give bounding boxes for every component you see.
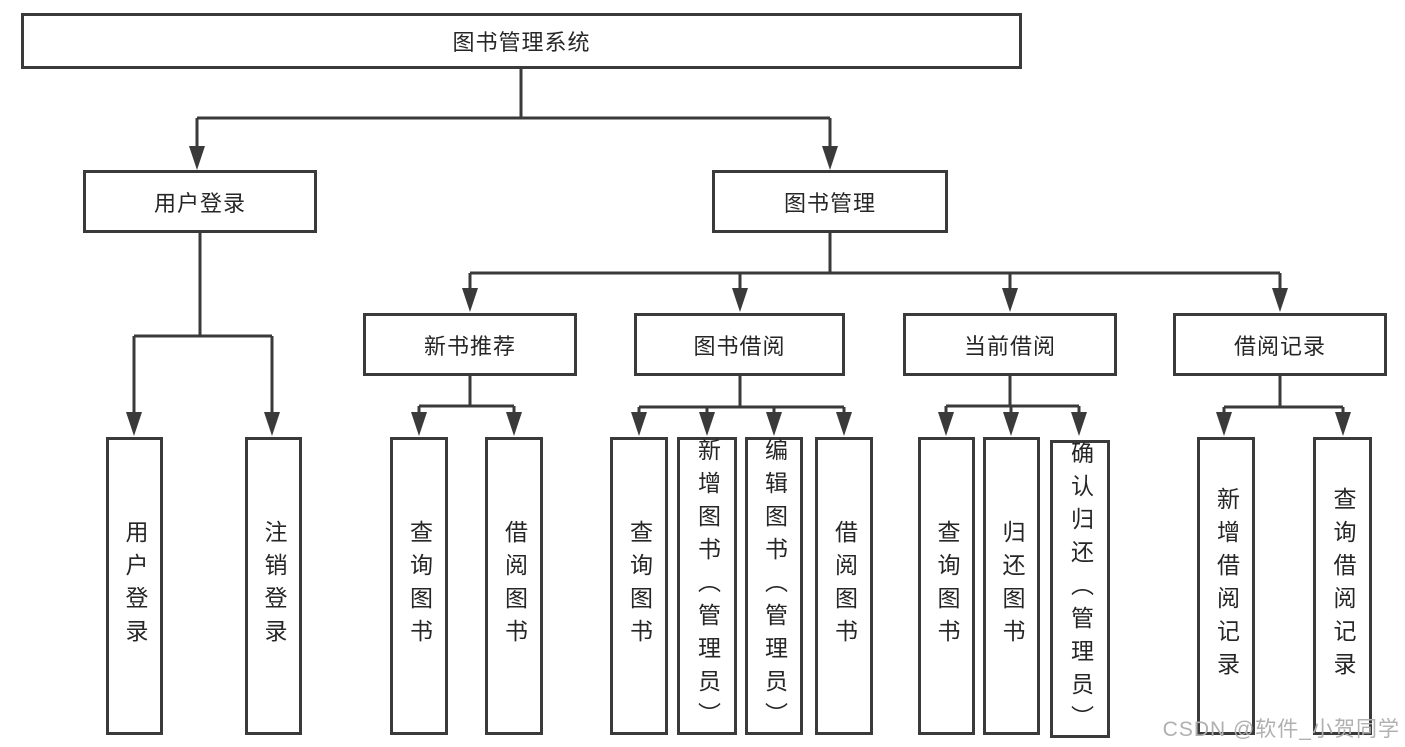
node-new-book-recommend: 新书推荐: [363, 313, 577, 376]
leaf-edit-book-admin-label: 编辑图书（管理员）: [761, 437, 788, 735]
node-user-login-label: 用户登录: [153, 190, 246, 216]
leaf-query-borrow-record-label: 查询借阅记录: [1330, 487, 1356, 685]
leaf-user-login: 用户登录: [106, 437, 163, 735]
node-user-login: 用户登录: [83, 170, 317, 233]
leaf-return-book: 归还图书: [983, 437, 1040, 735]
leaf-query-book-1-label: 查询图书: [406, 520, 433, 652]
arrow-down-icon: [938, 412, 954, 436]
leaf-user-login-label: 用户登录: [122, 520, 148, 652]
node-book-management-label: 图书管理: [783, 190, 876, 216]
node-borrow-record: 借阅记录: [1173, 313, 1387, 376]
arrow-down-icon: [506, 412, 522, 436]
arrow-down-icon: [732, 288, 748, 312]
watermark: CSDN @软件_小贺同学: [1162, 718, 1400, 741]
arrow-down-icon: [836, 412, 852, 436]
leaf-edit-book-admin: 编辑图书（管理员）: [745, 437, 803, 735]
leaf-query-book-3-label: 查询图书: [934, 520, 960, 652]
leaf-return-book-label: 归还图书: [999, 520, 1025, 652]
node-new-book-recommend-label: 新书推荐: [423, 333, 516, 359]
arrow-down-icon: [264, 412, 280, 436]
leaf-logout-label: 注销登录: [261, 520, 287, 652]
leaf-borrow-book-2-label: 借阅图书: [831, 520, 858, 652]
leaf-add-book-admin-label: 新增图书（管理员）: [694, 437, 721, 735]
arrow-down-icon: [699, 412, 715, 436]
leaf-query-book-3: 查询图书: [918, 437, 975, 735]
node-book-borrow: 图书借阅: [634, 313, 845, 376]
node-book-management: 图书管理: [712, 170, 948, 233]
arrowhead-group: [126, 146, 1351, 436]
leaf-query-borrow-record: 查询借阅记录: [1313, 437, 1372, 735]
leaf-add-borrow-record-label: 新增借阅记录: [1213, 487, 1240, 685]
leaf-add-borrow-record: 新增借阅记录: [1197, 437, 1255, 735]
leaf-add-book-admin: 新增图书（管理员）: [677, 437, 737, 735]
arrow-down-icon: [766, 412, 782, 436]
arrow-down-icon: [462, 288, 478, 312]
node-root: 图书管理系统: [21, 13, 1022, 69]
arrow-down-icon: [1272, 288, 1288, 312]
leaf-confirm-return-admin: 确认归还（管理员）: [1050, 440, 1110, 738]
arrow-down-icon: [411, 412, 427, 436]
node-current-borrow-label: 当前借阅: [963, 333, 1056, 359]
arrow-down-icon: [1335, 412, 1351, 436]
leaf-borrow-book-1-label: 借阅图书: [501, 520, 528, 652]
leaf-confirm-return-admin-label: 确认归还（管理员）: [1067, 440, 1094, 738]
arrow-down-icon: [1071, 412, 1087, 436]
leaf-borrow-book-1: 借阅图书: [485, 437, 543, 735]
leaf-logout: 注销登录: [245, 437, 302, 735]
arrow-down-icon: [631, 412, 647, 436]
node-current-borrow: 当前借阅: [903, 313, 1117, 376]
node-book-borrow-label: 图书借阅: [693, 333, 786, 359]
arrow-down-icon: [822, 146, 838, 170]
arrow-down-icon: [126, 412, 142, 436]
arrow-down-icon: [1003, 412, 1019, 436]
leaf-query-book-1: 查询图书: [390, 437, 448, 735]
node-root-label: 图书管理系统: [452, 30, 591, 55]
leaf-query-book-2-label: 查询图书: [626, 520, 653, 652]
arrow-down-icon: [189, 146, 205, 170]
node-borrow-record-label: 借阅记录: [1233, 333, 1326, 359]
leaf-query-book-2: 查询图书: [610, 437, 668, 735]
leaf-borrow-book-2: 借阅图书: [815, 437, 873, 735]
arrow-down-icon: [1002, 288, 1018, 312]
arrow-down-icon: [1216, 412, 1232, 436]
